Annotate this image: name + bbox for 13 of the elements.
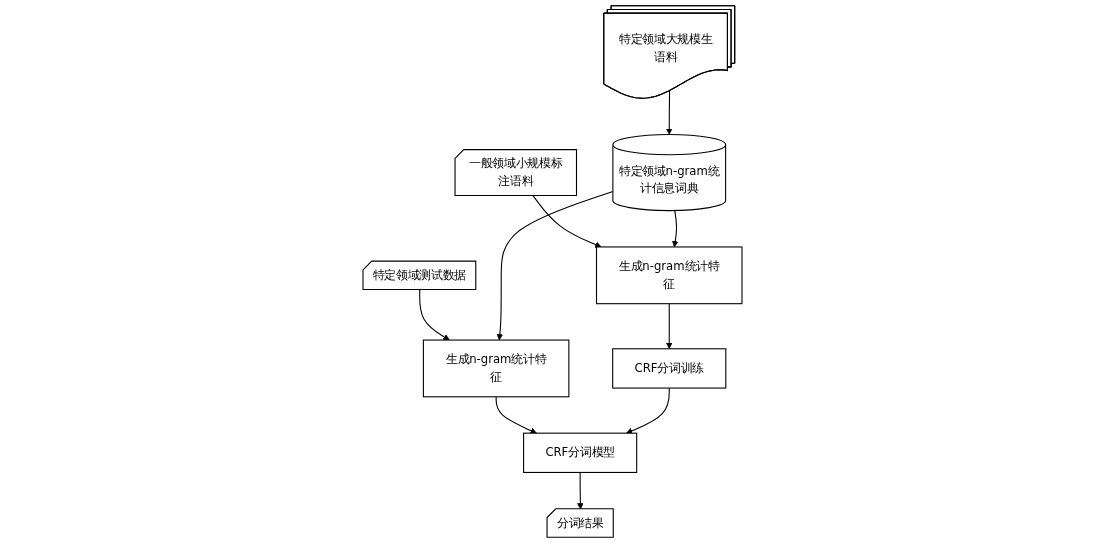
node-box: CRF分词训练 xyxy=(612,348,727,389)
node-box: 生成n-gram统计特征 xyxy=(422,339,570,398)
arrow xyxy=(672,210,679,248)
arrow xyxy=(626,387,670,434)
arrow xyxy=(495,396,537,434)
arrow xyxy=(419,289,450,341)
arrow xyxy=(666,90,673,135)
node-box: CRF分词模型 xyxy=(523,432,638,473)
arrow xyxy=(532,195,602,248)
node-box: 生成n-gram统计特征 xyxy=(595,246,743,305)
arrow xyxy=(577,471,584,510)
arrow xyxy=(666,303,673,350)
arrow xyxy=(496,190,614,341)
